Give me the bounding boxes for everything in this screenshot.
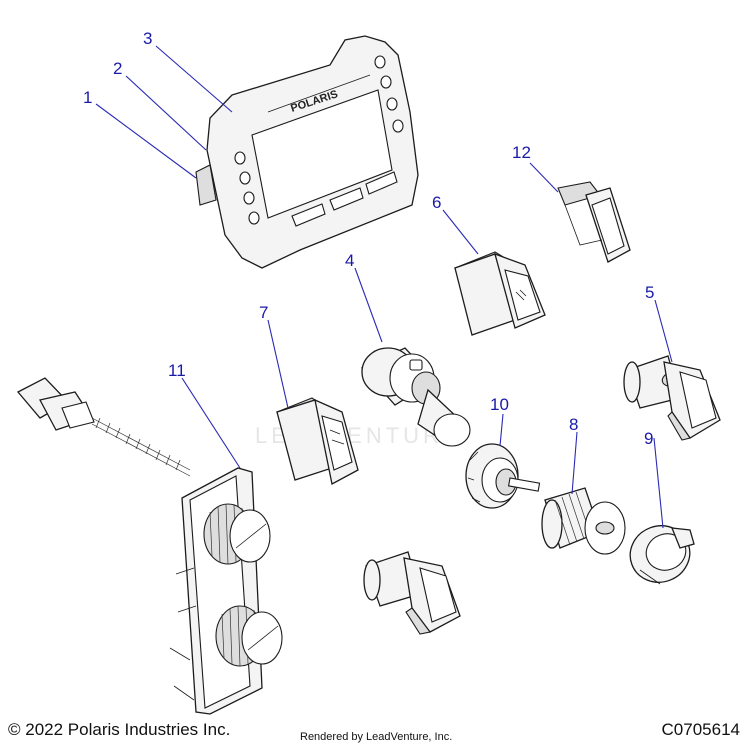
part-usb-outlet-8	[541, 487, 626, 555]
callout-11: 11	[168, 361, 186, 380]
callout-10: 10	[490, 395, 509, 414]
callout-5: 5	[645, 283, 654, 302]
part-bushing-10	[465, 443, 541, 509]
part-harness-knob-panel	[16, 377, 283, 715]
callout-3: 3	[143, 29, 152, 48]
callout-6: 6	[432, 193, 441, 212]
callout-9: 9	[644, 429, 653, 448]
part-display-gauge: POLARIS	[195, 35, 419, 269]
callout-7: 7	[259, 303, 268, 322]
callout-2: 2	[113, 59, 122, 78]
callout-labels: 1 2 3 4 5 6 7 8 9 10 11 12	[83, 29, 654, 448]
callout-4: 4	[345, 251, 354, 270]
document-number: C0705614	[661, 720, 740, 739]
part-outlet-cap-9	[629, 525, 695, 585]
part-rocker-switch-7	[275, 397, 359, 485]
part-power-outlet-5	[623, 355, 721, 441]
part-ignition-switch	[360, 347, 471, 447]
part-switch-bezel	[557, 181, 631, 263]
callout-12: 12	[512, 143, 531, 162]
part-rocker-switch-6	[453, 251, 546, 336]
part-power-outlet-extra	[363, 551, 461, 635]
callout-8: 8	[569, 415, 578, 434]
rendered-by-text: Rendered by LeadVenture, Inc.	[300, 731, 453, 743]
callout-1: 1	[83, 88, 92, 107]
leader-lines	[95, 45, 673, 529]
copyright-text: © 2022 Polaris Industries Inc.	[8, 720, 231, 739]
